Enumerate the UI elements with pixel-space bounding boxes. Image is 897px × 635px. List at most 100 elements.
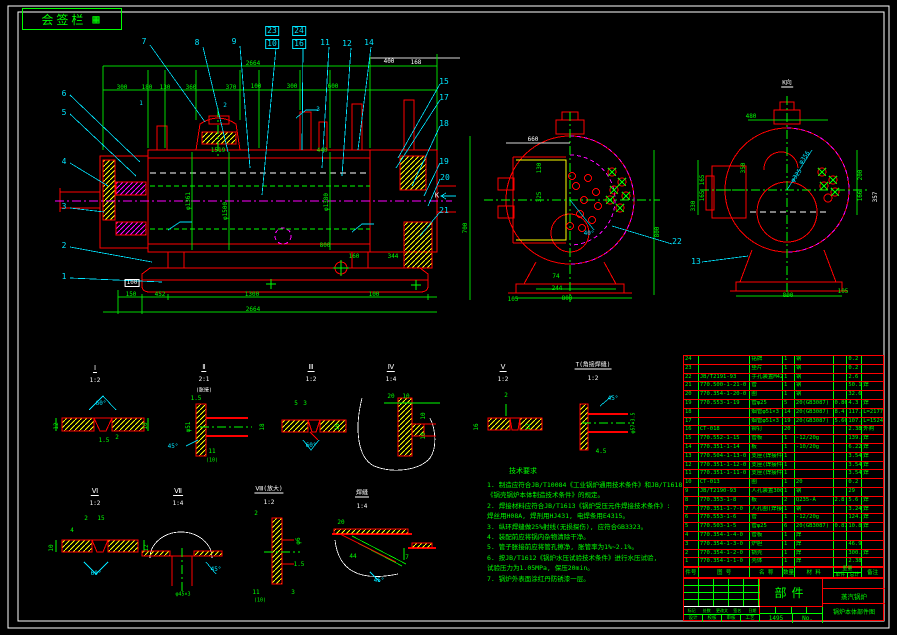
bom-cell: JB/T2190-93: [699, 487, 751, 496]
bom-cell: 焊: [863, 549, 869, 556]
bom-cell: 23: [684, 364, 699, 373]
bom-cell: 12: [684, 461, 699, 470]
bom-cell: 焊: [863, 523, 869, 530]
bom-cell: 钢: [795, 505, 834, 514]
revision-header: 签名: [733, 608, 742, 613]
note-line: 1. 制造应符合JB/T10084《工业锅炉通用技术条件》和JB/T1618: [487, 481, 683, 489]
bom-cell: 18: [684, 408, 699, 417]
bom-cell: 支座(焊接件): [751, 461, 783, 470]
note-line: 5. 管子胀接前应将管孔擦净, 胀管率为1%~2.1%。: [487, 543, 638, 552]
bom-cell: 770.354-1-2-0: [699, 549, 751, 558]
bom-cell: [834, 391, 848, 399]
bom-cell: 2.6: [847, 373, 863, 382]
bom-cell: [834, 443, 848, 452]
bom-cell: 3.54: [848, 452, 863, 461]
leader-lines: [69, 44, 456, 283]
bom-header: 件号图 号名 称数量材 料重量单件总计备注: [683, 566, 884, 578]
bom-cell: [834, 435, 848, 443]
bom-cell: 50.1: [848, 382, 863, 391]
bom-cell: [862, 365, 883, 373]
signature-label: 工艺: [741, 614, 760, 622]
bom-header-weight-group: 重量单件总计: [833, 567, 863, 578]
bom-cell: 20: [684, 391, 699, 399]
bom-cell: 1: [783, 364, 795, 373]
bom-cell: 焊: [795, 549, 834, 558]
bom-cell: [834, 558, 848, 568]
bom-cell: [699, 364, 751, 373]
section-view-a: [469, 111, 673, 302]
bom-cell: 2: [783, 496, 795, 505]
bom-cell: 770.351-1-11-0: [699, 470, 751, 479]
bom-cell: [847, 531, 863, 540]
bom-cell: [862, 479, 883, 487]
bom-cell: 770.354-1-4-0: [699, 531, 751, 540]
signature-stamp: 会签栏 ▦: [22, 8, 122, 30]
bom-cell: 20(GB3087): [795, 399, 834, 408]
bom-cell: 管板: [750, 435, 783, 443]
bom-cell: 铆钉: [750, 426, 783, 435]
drawing-title: 锅炉本体部件图: [823, 603, 885, 622]
bom-cell: 3.24: [848, 505, 863, 514]
notes-title: 技术要求: [509, 467, 537, 475]
bom-cell: 7: [684, 505, 699, 514]
bom-cell: [834, 470, 848, 479]
bom-cell: [834, 549, 848, 558]
bom-cell: [795, 426, 834, 435]
bom-cell: 770.500-1-21-0: [699, 382, 751, 391]
bom-cell: 770.353-1-8: [699, 496, 751, 505]
bom-cell: 板: [750, 496, 783, 505]
bom-cell: [834, 426, 848, 435]
bom-cell: 20(GB3087): [795, 417, 834, 426]
front-view: [55, 44, 460, 314]
bom-cell: JB/T2191-93: [699, 373, 751, 382]
bom-cell: 19: [684, 399, 699, 408]
bom-cell: 3.54: [848, 470, 863, 479]
bom-cell: 焊: [795, 558, 834, 568]
note-line: 2. 焊接材料应符合JB/T1613《锅炉受压元件焊接技术条件》:: [487, 501, 671, 510]
revision-headers: 标记处数更改文件号签名日期: [684, 606, 760, 615]
bom-cell: 6: [684, 514, 699, 523]
sheet-frame: [7, 5, 890, 629]
bom-cell: 21: [684, 382, 699, 391]
product-name: 蒸汽锅炉: [823, 588, 885, 603]
bom-cell: 1: [783, 531, 795, 540]
bom-cell: [834, 479, 848, 487]
bom-cell: 2: [684, 549, 699, 558]
bom-cell: 铭牌: [750, 356, 783, 364]
bom-cell: [795, 470, 834, 479]
bom-cell: 5.6: [847, 496, 863, 505]
bom-cell: 0.87: [834, 523, 848, 531]
bom-cell: [834, 514, 848, 523]
bom-cell: 1: [783, 487, 795, 496]
bom-cell: [862, 532, 883, 540]
bom-cell: 14: [783, 408, 795, 417]
bom-cell: 1: [783, 382, 795, 391]
bom-cell: 炉胆: [750, 540, 783, 549]
section-view-k: [697, 96, 870, 300]
bom-cell: 钢: [795, 364, 834, 373]
bom-cell: 钢: [795, 373, 834, 382]
bom-cell: 10.8: [848, 523, 863, 531]
bom-cell: [834, 364, 848, 373]
bom-cell: 770.553-1-6: [699, 514, 751, 523]
bom-cell: L=2177: [863, 408, 884, 415]
bom-cell: 2.38: [847, 558, 863, 568]
bom-cell: 770.552-1-15: [699, 435, 751, 443]
bom-cell: 焊: [863, 435, 869, 442]
weight-row: 1495 No.: [760, 613, 823, 623]
revision-header: 标记: [687, 608, 696, 613]
bom-cell: 117.6: [848, 408, 863, 417]
bom-cell: 焊: [863, 505, 869, 512]
bom-cell: 1: [783, 479, 795, 487]
bom-cell: 1: [783, 558, 795, 568]
bom-cell: 钢: [795, 356, 834, 364]
note-line: 焊丝用H08A, 焊剂用HJ431, 电焊条用E4315。: [487, 512, 629, 521]
